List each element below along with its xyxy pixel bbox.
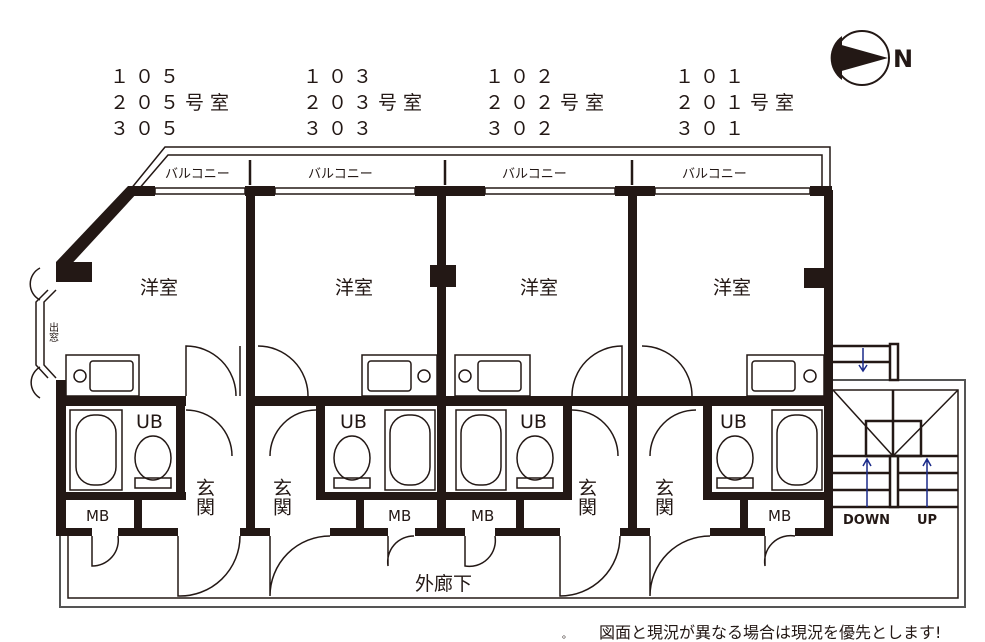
- corridor-label: 外廊下: [415, 573, 472, 595]
- stair-arrows: [858, 348, 932, 507]
- room-label-western: 洋室: [520, 277, 558, 299]
- bay-window-label: 出窓: [47, 321, 59, 342]
- disclaimer-note: 図面と現況が異なる場合は現況を優先とします!: [599, 623, 941, 642]
- svg-text:。: 。: [562, 630, 572, 641]
- corridor-outline: [59, 379, 966, 608]
- arrow-down-icon: [858, 348, 868, 373]
- room-label-ub: UB: [520, 411, 547, 433]
- room-label-mb: MB: [471, 507, 494, 525]
- unit-number: １０３: [303, 66, 378, 88]
- bay-window: [29, 267, 57, 399]
- unit-number: ２０２号室: [485, 92, 610, 114]
- room-label-western: 洋室: [335, 277, 373, 299]
- stairs-up-label: UP: [917, 513, 937, 528]
- unit-number: ３０３: [303, 118, 378, 140]
- room-label-ub: UB: [136, 411, 163, 433]
- walls: [56, 186, 833, 536]
- unit-number: ３０１: [675, 118, 750, 140]
- unit-number: ２０５号室: [110, 92, 235, 114]
- balcony-label: バルコニー: [502, 167, 567, 182]
- room-label-entrance: 玄関: [575, 478, 597, 516]
- unit-number: ３０２: [485, 118, 560, 140]
- unit-number: ２０３号室: [303, 92, 428, 114]
- balcony-outline: [129, 146, 831, 191]
- kitchens: [65, 354, 825, 397]
- room-label-mb: MB: [768, 507, 791, 525]
- unit-number: ２０１号室: [675, 92, 800, 114]
- unit-number: １０１: [675, 66, 750, 88]
- doors: [91, 345, 796, 597]
- unit-number: １０５: [110, 66, 185, 88]
- bathroom-fixtures: [69, 409, 823, 491]
- room-label-ub: UB: [340, 411, 367, 433]
- stairs: [833, 342, 958, 509]
- arrow-up-icon: [862, 457, 872, 507]
- stairs-down-label: DOWN: [843, 513, 890, 528]
- room-label-ub: UB: [720, 411, 747, 433]
- balcony-label: バルコニー: [682, 167, 747, 182]
- room-label-entrance: 玄関: [193, 478, 215, 516]
- balcony-label: バルコニー: [308, 167, 373, 182]
- balcony-label: バルコニー: [165, 167, 230, 182]
- room-label-entrance: 玄関: [652, 478, 674, 516]
- room-label-mb: MB: [86, 507, 109, 525]
- unit-labels: １０５ ２０５号室 ３０５ １０３ ２０３号室 ３０３ １０２ ２０２号室 ３０…: [110, 66, 800, 140]
- room-label-western: 洋室: [713, 277, 751, 299]
- arrow-up-icon: [922, 457, 932, 507]
- compass-north-label: N: [893, 45, 913, 73]
- room-label-mb: MB: [388, 507, 411, 525]
- compass-icon: N: [830, 30, 913, 86]
- unit-number: ３０５: [110, 118, 185, 140]
- unit-number: １０２: [485, 66, 560, 88]
- room-label-western: 洋室: [140, 277, 178, 299]
- room-label-entrance: 玄関: [270, 478, 292, 516]
